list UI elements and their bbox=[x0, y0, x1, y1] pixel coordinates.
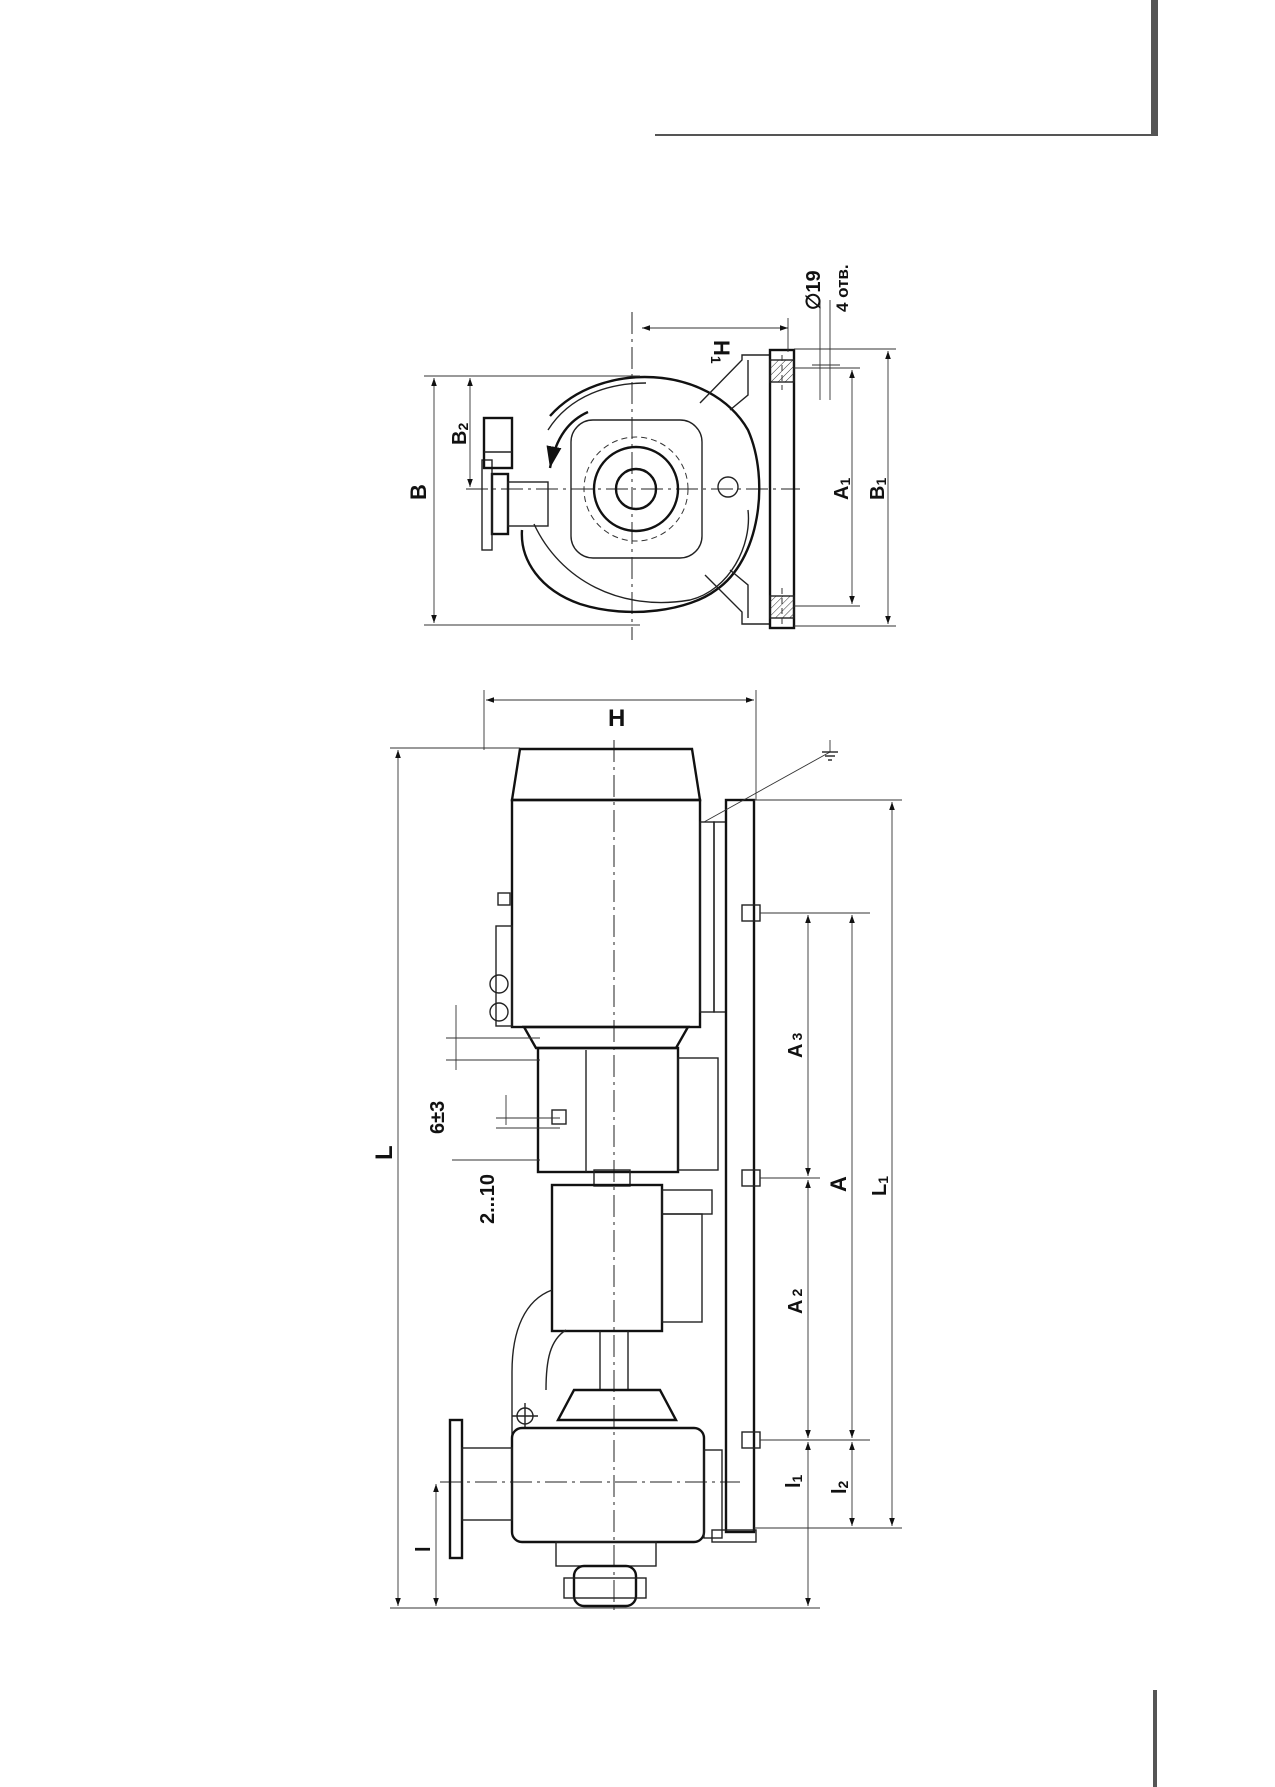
pump-end-view bbox=[424, 300, 896, 640]
ground-symbol-icon bbox=[703, 740, 838, 823]
clearance-label: 6±3 bbox=[427, 1101, 449, 1134]
hole-diameter-label: ∅19 bbox=[803, 270, 825, 310]
dim-label-l2: l2 bbox=[829, 1480, 851, 1494]
dim-label-l: l bbox=[413, 1546, 435, 1552]
dim-label-B2: B2 bbox=[449, 423, 471, 445]
dim-label-A: A bbox=[826, 1176, 851, 1192]
side-view-labels: H L l 6±3 2...10 A3 A2 A L1 l1 l2 bbox=[371, 705, 891, 1552]
pump-side-view bbox=[390, 690, 902, 1610]
dim-label-H: H bbox=[608, 705, 625, 732]
end-view-labels: B B2 H1 A1 B1 ∅19 4 отв. bbox=[406, 264, 889, 500]
dim-label-B: B bbox=[406, 484, 431, 500]
gap-label: 2...10 bbox=[477, 1174, 499, 1224]
dim-label-H1: H1 bbox=[708, 340, 734, 364]
rotation-arrow-icon bbox=[546, 410, 589, 469]
dim-label-A2: A2 bbox=[785, 1289, 807, 1314]
page-border bbox=[655, 0, 1158, 1787]
dim-label-l1: l1 bbox=[783, 1474, 805, 1488]
dim-label-L1: L1 bbox=[869, 1176, 891, 1196]
dim-label-A3: A3 bbox=[785, 1033, 807, 1058]
dim-label-B1: B1 bbox=[867, 478, 889, 500]
dim-label-A1: A1 bbox=[831, 478, 853, 500]
hole-count-label: 4 отв. bbox=[833, 264, 852, 312]
dim-label-L: L bbox=[371, 1145, 398, 1160]
